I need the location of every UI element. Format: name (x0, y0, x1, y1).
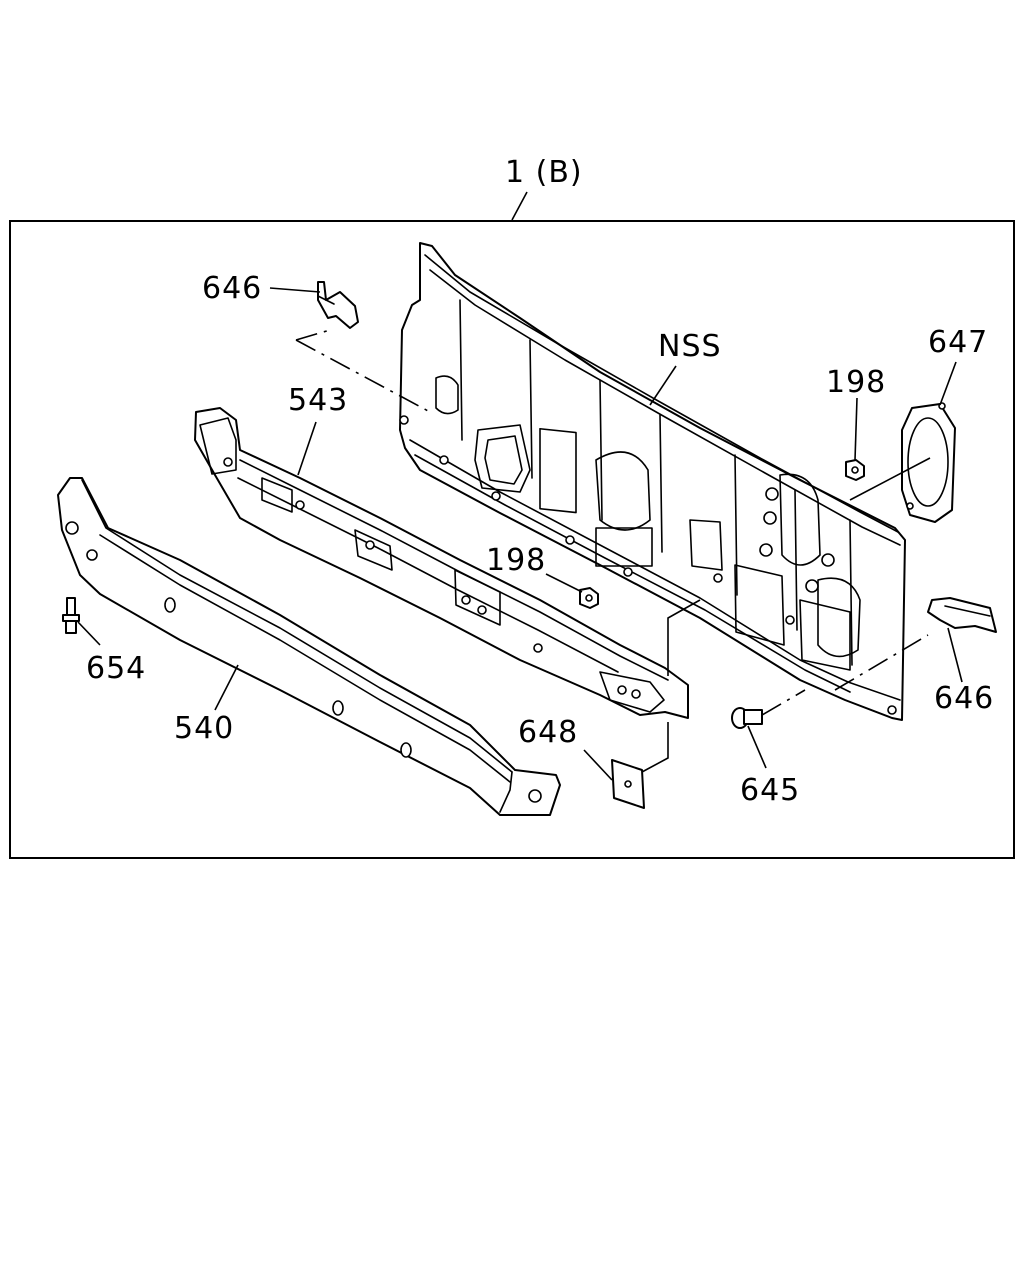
callout-540: 540 (174, 711, 234, 746)
reinforcement-543 (194, 407, 689, 719)
leader-646-upper (269, 287, 321, 293)
stud-654 (62, 597, 80, 634)
leader-198-upper (854, 397, 858, 461)
leader-540 (214, 664, 239, 711)
guide-646-upper-panel (295, 339, 431, 413)
cross-member-540 (57, 477, 561, 816)
guide-646-lower (834, 634, 929, 691)
callout-647: 647 (928, 325, 988, 360)
callout-543: 543 (288, 383, 348, 418)
nut-198-lower (579, 587, 599, 609)
leader-198-lower (545, 573, 583, 593)
guide-nss-543 (667, 599, 701, 676)
callout-nss: NSS (658, 329, 722, 364)
callout-198-lower: 198 (486, 543, 546, 578)
leader-654 (77, 621, 101, 646)
leader-647-panel (849, 457, 931, 501)
leader-645 (747, 725, 767, 769)
bracket-646-lower (927, 597, 997, 633)
nut-198-upper (845, 459, 865, 481)
bracket-646-upper (317, 281, 359, 329)
gasket-647 (901, 402, 956, 523)
callout-198-upper: 198 (826, 365, 886, 400)
callout-646-upper: 646 (202, 271, 262, 306)
dash-panel-nss (399, 242, 906, 721)
leader-648 (583, 749, 613, 781)
guide-646-upper (295, 329, 331, 341)
leader-646-lower (947, 627, 963, 683)
callout-648: 648 (518, 715, 578, 750)
assembly-leader (511, 191, 528, 221)
clip-645 (731, 707, 763, 729)
callout-645: 645 (740, 773, 800, 808)
assembly-frame (9, 220, 1015, 859)
leader-nss (649, 365, 677, 406)
assembly-label: 1 (B) (505, 155, 583, 190)
plate-648 (611, 759, 645, 809)
leader-647 (939, 361, 957, 406)
leader-543 (297, 421, 317, 476)
guide-648 (641, 722, 669, 773)
guide-645 (761, 689, 806, 716)
callout-654: 654 (86, 651, 146, 686)
callout-646-lower: 646 (934, 681, 994, 716)
